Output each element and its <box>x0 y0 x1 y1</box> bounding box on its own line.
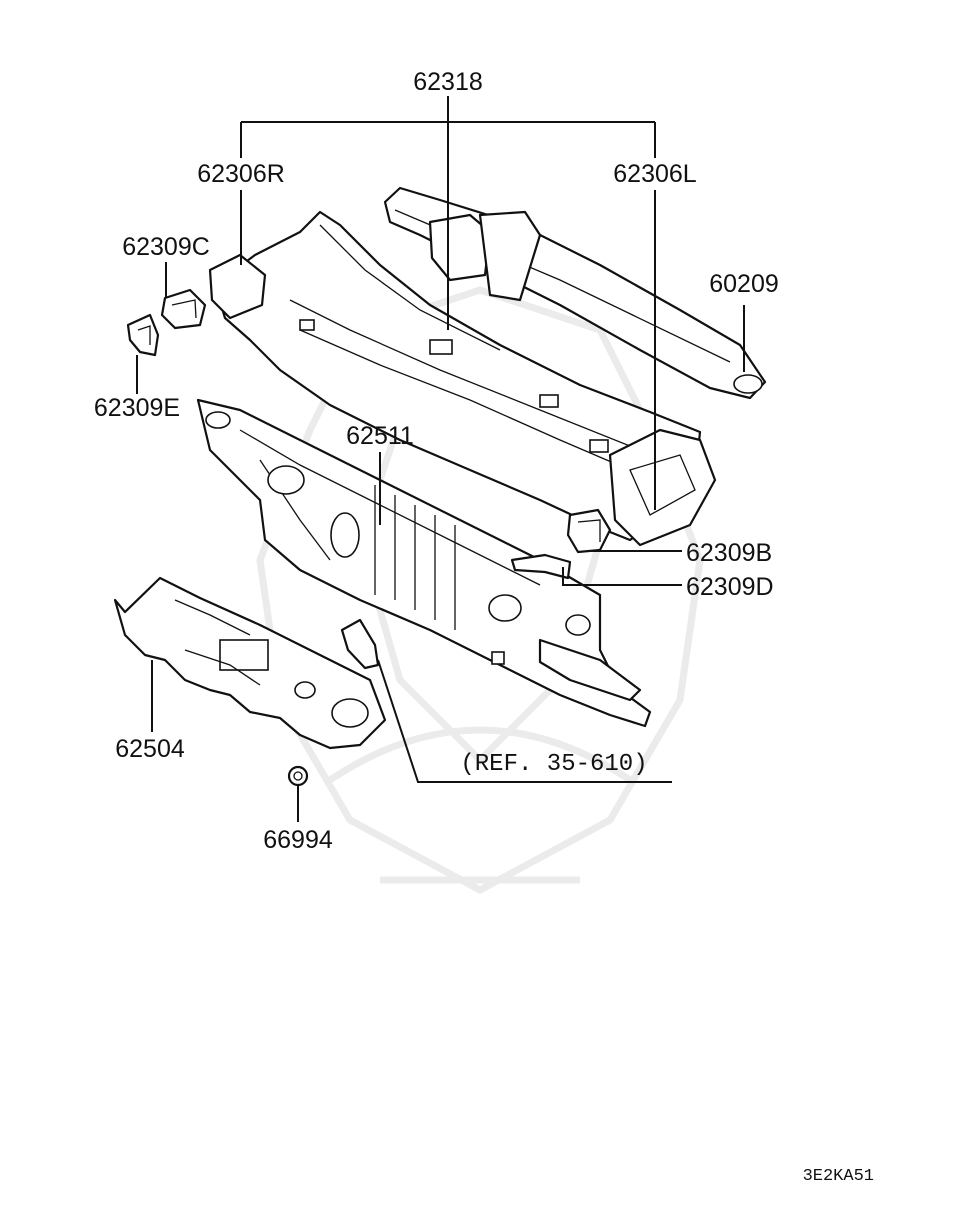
label-62309B: 62309B <box>686 539 772 567</box>
label-62504: 62504 <box>115 735 185 763</box>
label-66994: 66994 <box>263 826 333 854</box>
label-62318: 62318 <box>413 68 483 96</box>
part-ref-bracket <box>340 618 380 670</box>
part-62309D-plate <box>510 553 572 580</box>
part-62309E-plate <box>126 313 160 357</box>
diagram-code: 3E2KA51 <box>803 1167 874 1186</box>
part-62309C-bracket <box>160 288 207 330</box>
part-62318-upper-cowl-panel <box>208 210 717 547</box>
callout-labels: 62318 62306R 62306L 62309C 62309E 60209 … <box>94 68 874 1186</box>
part-62504-insulator <box>113 576 387 750</box>
leader-lines <box>136 96 745 822</box>
label-62309C: 62309C <box>122 233 210 261</box>
label-62309E: 62309E <box>94 394 180 422</box>
label-62511: 62511 <box>346 422 414 450</box>
label-ref-35-610: (REF. 35-610) <box>460 751 647 778</box>
part-62511-dash-panel <box>196 398 652 728</box>
part-66994-clip <box>287 765 309 787</box>
label-60209: 60209 <box>709 270 779 298</box>
label-62306L: 62306L <box>613 160 697 188</box>
label-62306R: 62306R <box>197 160 285 188</box>
label-62309D: 62309D <box>686 573 774 601</box>
part-60209-cowl-duct <box>383 186 767 400</box>
